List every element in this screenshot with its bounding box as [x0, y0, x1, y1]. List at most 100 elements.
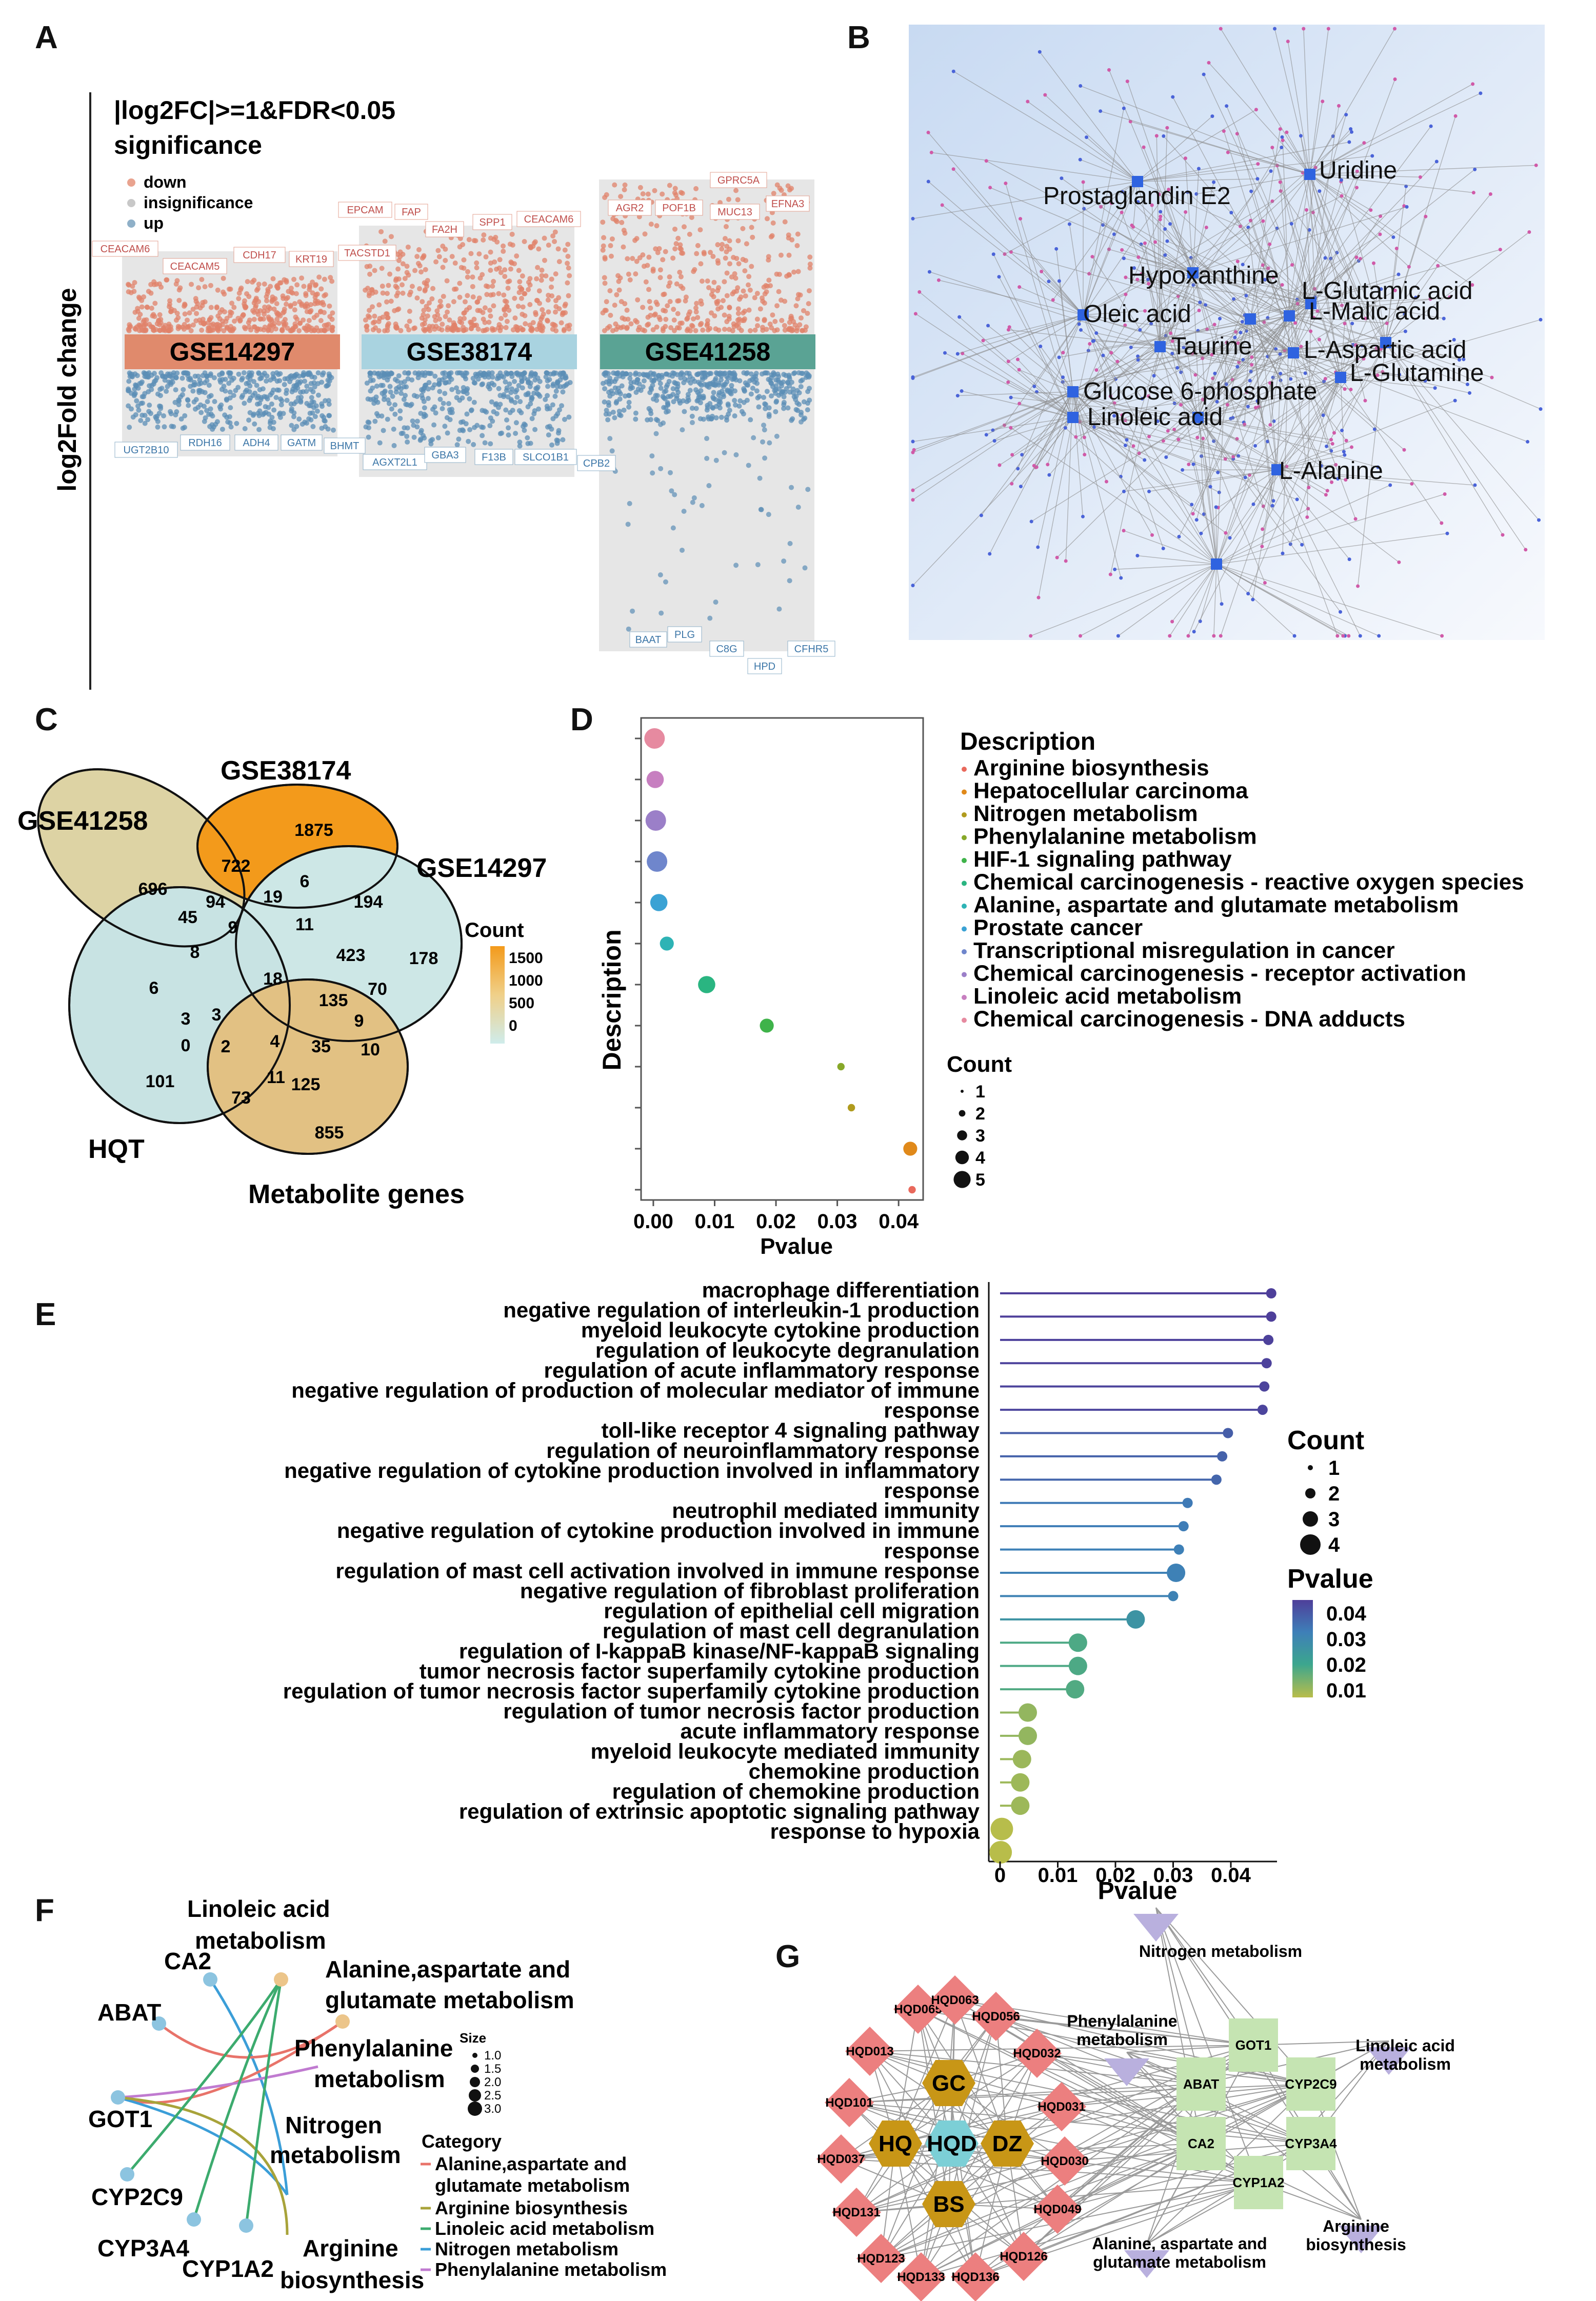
a-point-down	[789, 485, 794, 490]
a-point-up	[367, 271, 373, 277]
b-edge	[1340, 194, 1491, 378]
a-point-down	[287, 379, 293, 385]
a-point-up	[549, 276, 554, 282]
a-point-up	[330, 310, 335, 316]
b-edge	[1198, 417, 1303, 545]
b-edge	[1149, 469, 1278, 492]
a-point-up	[671, 307, 676, 312]
a-point-up	[505, 279, 511, 285]
a-point-up	[139, 304, 145, 310]
g-edge	[1155, 1907, 1202, 2085]
a-point-down	[419, 393, 425, 398]
a-point-up	[222, 309, 227, 315]
a-point-up	[522, 239, 527, 245]
b-edge	[1192, 206, 1407, 273]
target-label: GOT1	[1235, 2037, 1272, 2053]
b-edge	[1148, 279, 1341, 378]
a-point-down	[376, 374, 382, 379]
a-point-up	[536, 246, 542, 252]
b-leaf-node	[1471, 82, 1475, 86]
a-point-up	[542, 235, 547, 241]
b-edge	[1092, 341, 1217, 565]
lollipop-pvalue-title: Pvalue	[1287, 1564, 1373, 1594]
a-point-down	[385, 416, 390, 422]
a-point-down	[454, 442, 460, 448]
b-leaf-node	[1019, 485, 1023, 489]
a-point-down	[689, 406, 695, 411]
a-point-down	[211, 375, 217, 381]
venn-count: 0	[181, 1036, 191, 1055]
a-point-down	[419, 387, 425, 392]
a-point-up	[675, 311, 681, 316]
b-leaf-node	[979, 513, 983, 517]
a-point-down	[708, 381, 713, 386]
b-edge	[1092, 256, 1199, 418]
a-point-up	[630, 256, 635, 262]
a-point-down	[766, 405, 772, 411]
lollipop-term-label: myeloid leukocyte cytokine production	[581, 1318, 980, 1342]
a-point-up	[686, 312, 691, 317]
b-edge	[1265, 279, 1311, 304]
a-point-up	[646, 287, 652, 292]
b-edge	[1276, 400, 1455, 470]
lollipop-head	[1266, 1288, 1276, 1298]
a-point-down	[669, 488, 674, 494]
compound-node	[825, 2078, 874, 2127]
a-point-down	[364, 381, 370, 386]
b-leaf-node	[1039, 344, 1043, 348]
b-leaf-node	[1131, 444, 1135, 448]
b-edge	[1049, 346, 1161, 475]
a-point-down	[442, 424, 448, 429]
a-point-up	[562, 303, 568, 309]
a-point-down	[289, 423, 294, 428]
b-leaf-node	[1326, 27, 1330, 31]
a-point-down	[612, 415, 617, 421]
a-point-up	[735, 285, 741, 291]
a-point-down	[138, 381, 144, 386]
b-leaf-node	[1255, 177, 1260, 181]
a-point-up	[310, 279, 315, 285]
a-point-down	[790, 386, 796, 392]
dot-point	[760, 1018, 774, 1033]
a-point-up	[314, 312, 320, 318]
a-point-down	[269, 401, 274, 407]
gene-box	[163, 258, 227, 274]
a-point-down	[162, 424, 167, 430]
a-point-down	[324, 383, 329, 389]
a-point-down	[397, 415, 403, 421]
a-point-up	[735, 317, 741, 323]
size-legend-label: 5	[975, 1170, 985, 1190]
a-point-up	[670, 255, 676, 261]
a-point-down	[732, 413, 737, 419]
a-point-up	[643, 279, 649, 285]
b-edge	[1309, 174, 1356, 346]
pathway-label: Phenylalanine	[294, 2035, 453, 2062]
compound-label: HQD013	[846, 2045, 893, 2058]
b-leaf-node	[1224, 531, 1228, 535]
b-edge	[1114, 564, 1217, 570]
b-edge	[1072, 417, 1220, 493]
dot-legend-key	[962, 995, 967, 1000]
a-point-down	[258, 397, 264, 403]
dot-legend-key	[962, 926, 967, 932]
b-leaf-node	[913, 312, 917, 316]
a-point-up	[621, 227, 627, 233]
a-point-up	[400, 261, 406, 267]
b-leaf-node	[1051, 298, 1055, 302]
a-point-up	[221, 328, 227, 333]
a-point-up	[252, 298, 258, 304]
b-leaf-node	[1343, 453, 1347, 457]
b-leaf-node	[1161, 546, 1165, 550]
b-leaf-node	[926, 179, 930, 184]
b-edge	[1169, 224, 1193, 273]
b-leaf-node	[1278, 352, 1282, 356]
gene-label: CPB2	[583, 458, 610, 469]
b-leaf-node	[1370, 154, 1374, 158]
a-point-up	[807, 254, 813, 260]
b-edge	[1083, 189, 1169, 315]
a-point-down	[528, 401, 533, 407]
a-point-down	[181, 387, 186, 392]
b-leaf-node	[1526, 439, 1530, 444]
b-edge	[1289, 230, 1310, 316]
